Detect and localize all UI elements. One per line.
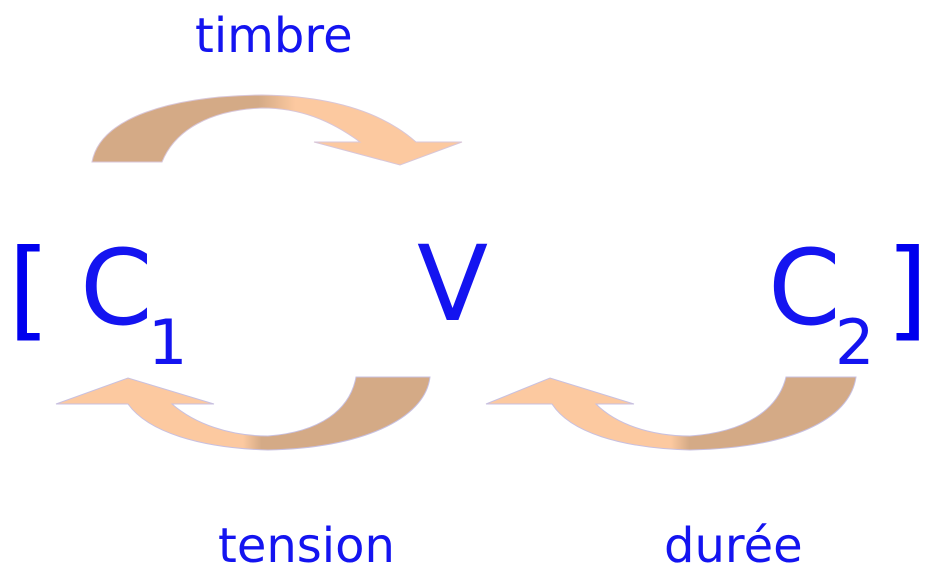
label-tension: tension xyxy=(218,518,395,574)
bracket-open: [ xyxy=(8,227,51,352)
c1-letter: C xyxy=(80,227,153,349)
label-timbre: timbre xyxy=(195,8,353,64)
v-letter: V xyxy=(417,223,489,345)
label-duree: durée xyxy=(664,518,803,574)
c1-subscript: 1 xyxy=(148,306,188,379)
bracket-close: ] xyxy=(886,227,925,352)
arrow-tension xyxy=(55,376,431,451)
arrow-duree xyxy=(485,376,857,451)
c2-subscript: 2 xyxy=(835,306,875,379)
arrow-timbre xyxy=(91,94,463,166)
c2-letter: C xyxy=(768,227,841,349)
